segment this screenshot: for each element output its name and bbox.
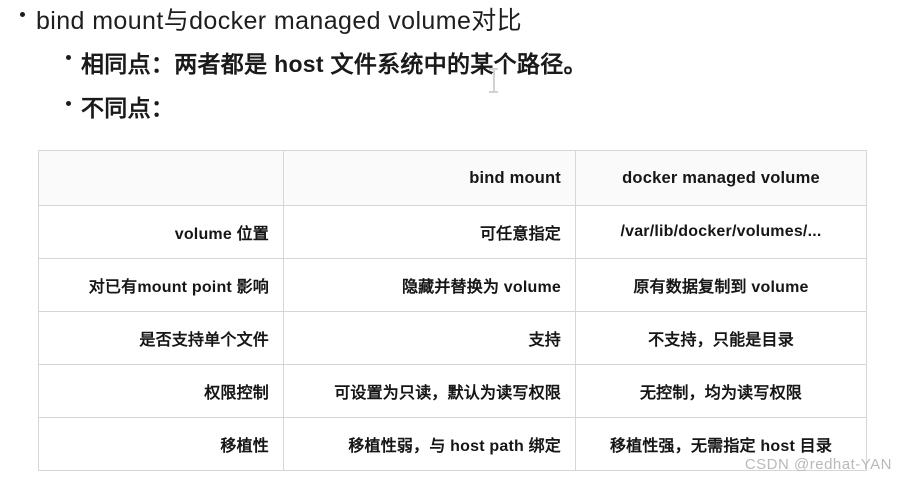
bullet-text-same-point: 相同点：两者都是 host 文件系统中的某个路径。 (81, 51, 587, 77)
row-label-mount-point-effect: 对已有mount point 影响 (38, 258, 284, 312)
table-header-cell-blank (38, 150, 284, 206)
bullet-item-level1: bind mount与docker managed volume对比 (0, 0, 900, 44)
table-body: volume 位置 可任意指定 /var/lib/docker/volumes/… (38, 205, 867, 471)
cell-bind-mount-single-file-support: 支持 (283, 311, 576, 365)
cell-bind-mount-permission-control: 可设置为只读，默认为读写权限 (283, 364, 576, 418)
bullet-text-title: bind mount与docker managed volume对比 (36, 7, 523, 35)
cell-managed-volume-volume-location: /var/lib/docker/volumes/... (575, 205, 867, 259)
bullet-item-diff-point: 不同点： (0, 90, 900, 132)
slide-bullet-list: bind mount与docker managed volume对比 相同点：两… (0, 0, 900, 132)
table-row: 是否支持单个文件 支持 不支持，只能是目录 (38, 311, 867, 365)
table-header-cell-bind-mount: bind mount (283, 150, 576, 206)
row-label-volume-location: volume 位置 (38, 205, 284, 259)
cell-managed-volume-portability: 移植性强，无需指定 host 目录 (575, 417, 867, 471)
cell-managed-volume-mount-point-effect: 原有数据复制到 volume (575, 258, 867, 312)
row-label-single-file-support: 是否支持单个文件 (38, 311, 284, 365)
cell-bind-mount-volume-location: 可任意指定 (283, 205, 576, 259)
comparison-table: bind mount docker managed volume volume … (38, 150, 867, 471)
table-header-row: bind mount docker managed volume (38, 150, 867, 206)
cell-bind-mount-portability: 移植性弱，与 host path 绑定 (283, 417, 576, 471)
table-row: 移植性 移植性弱，与 host path 绑定 移植性强，无需指定 host 目… (38, 417, 867, 471)
table-header: bind mount docker managed volume (38, 150, 867, 206)
table-row: 权限控制 可设置为只读，默认为读写权限 无控制，均为读写权限 (38, 364, 867, 418)
cell-managed-volume-single-file-support: 不支持，只能是目录 (575, 311, 867, 365)
bullet-dot-icon (66, 101, 71, 106)
row-label-permission-control: 权限控制 (38, 364, 284, 418)
bullet-dot-icon (20, 12, 25, 17)
cell-managed-volume-permission-control: 无控制，均为读写权限 (575, 364, 867, 418)
cell-bind-mount-mount-point-effect: 隐藏并替换为 volume (283, 258, 576, 312)
bullet-text-diff-point: 不同点： (81, 95, 175, 121)
bullet-dot-icon (66, 55, 71, 60)
table-row: 对已有mount point 影响 隐藏并替换为 volume 原有数据复制到 … (38, 258, 867, 312)
row-label-portability: 移植性 (38, 417, 284, 471)
comparison-table-container: bind mount docker managed volume volume … (38, 150, 867, 471)
bullet-item-same-point: 相同点：两者都是 host 文件系统中的某个路径。 (0, 44, 900, 90)
table-row: volume 位置 可任意指定 /var/lib/docker/volumes/… (38, 205, 867, 259)
watermark-label: CSDN @redhat-YAN (744, 456, 892, 473)
table-header-cell-managed-volume: docker managed volume (575, 150, 867, 206)
